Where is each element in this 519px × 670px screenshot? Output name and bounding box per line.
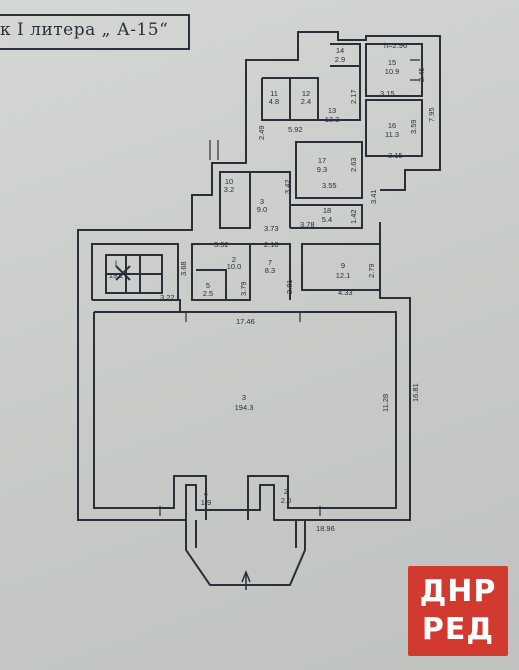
room-area: 10.9 — [385, 67, 400, 76]
dim-373: 3.73 — [264, 224, 279, 233]
room-num: 13 — [328, 106, 336, 115]
room-area: 9.0 — [257, 205, 267, 214]
room-area: 10.0 — [227, 262, 242, 271]
room-area: 2.9 — [335, 55, 345, 64]
room-num: 18 — [323, 206, 331, 215]
logo-line-1: ДНР — [419, 574, 497, 609]
dim-1681: 16.81 — [411, 383, 420, 402]
room-area: 4.8 — [269, 97, 279, 106]
room-num: 3 — [242, 393, 246, 402]
room-num: 16 — [388, 121, 396, 130]
room-area: 13.3 — [325, 115, 340, 124]
room-num: 2 — [284, 487, 288, 496]
dim-795: 7.95 — [427, 107, 436, 122]
watermark-logo: ДНР РЕД — [408, 566, 508, 656]
dim-245: 2.45 — [417, 67, 426, 82]
entrance-arrow — [241, 569, 251, 590]
dim-249: 2.49 — [257, 125, 266, 140]
walls — [77, 31, 441, 586]
room-num: 12 — [302, 89, 310, 98]
dim-342: 3.42 — [283, 179, 292, 194]
dim-379: 3.79 — [239, 281, 248, 296]
room-labels: I 19.2 2 10.0 3 194.3 4 1.9 2 2.0 5 2.5 … — [109, 46, 400, 507]
dimension-labels: 17.46 18.96 11.28 16.81 7.95 3.52 2.18 3… — [160, 41, 436, 533]
plan-caption: к I литера „ А-15“ — [0, 20, 169, 40]
dim-592: 5.92 — [288, 125, 303, 134]
dim-378: 3.78 — [300, 220, 315, 229]
dim-433: 4.33 — [338, 288, 353, 297]
room-area: 11.3 — [385, 130, 399, 139]
dim-1746: 17.46 — [236, 317, 255, 326]
room-area: 194.3 — [235, 403, 254, 412]
room-area: 2.4 — [301, 97, 311, 106]
dim-142: 1.42 — [349, 209, 358, 224]
room-num: 11 — [270, 89, 278, 98]
room-num: 14 — [336, 46, 344, 55]
room-area: 19.2 — [109, 271, 124, 280]
room-area: 8.3 — [265, 266, 275, 275]
room-num: 17 — [318, 156, 326, 165]
dim-279: 2.79 — [367, 263, 376, 278]
dim-352: 3.52 — [214, 240, 229, 249]
dim-1128: 11.28 — [381, 394, 390, 412]
dim-315-bottom: 3.15 — [388, 151, 403, 160]
dim-322: 3.22 — [160, 293, 175, 302]
dim-368: 3.68 — [179, 261, 188, 276]
dim-1896: 18.96 — [316, 524, 335, 533]
room-area: 1.9 — [201, 498, 211, 507]
room-area: 3.2 — [224, 185, 234, 194]
title-frame — [0, 14, 190, 50]
room-num: I — [115, 259, 118, 269]
dim-355: 3.55 — [322, 181, 337, 190]
room-num: 4 — [204, 489, 208, 498]
dim-341: 3.41 — [369, 189, 378, 204]
room-num: 7 — [268, 258, 272, 267]
room-area: 5.4 — [322, 215, 332, 224]
dim-281: 2.81 — [285, 279, 294, 294]
room-num: 3 — [260, 197, 264, 206]
room-num: 15 — [388, 58, 396, 67]
room-num: 5 — [206, 281, 210, 290]
dim-217: 2.17 — [349, 89, 358, 104]
room-area: 12.1 — [336, 271, 351, 280]
logo-line-2: РЕД — [421, 612, 495, 647]
room-num: 2 — [232, 255, 236, 264]
dim-359: 3.59 — [409, 119, 418, 134]
dim-218: 2.18 — [264, 240, 279, 249]
dim-263: 2.63 — [349, 157, 358, 172]
window-marks — [159, 59, 420, 516]
room-num: 9 — [341, 261, 345, 270]
room-area: 2.0 — [281, 496, 291, 505]
dim-315-top: 3.15 — [380, 89, 395, 98]
room-area: 9.3 — [317, 165, 327, 174]
ceiling-height: h=2.96 — [384, 41, 407, 50]
room-num: 10 — [225, 177, 233, 186]
room-area: 2.5 — [203, 289, 213, 298]
